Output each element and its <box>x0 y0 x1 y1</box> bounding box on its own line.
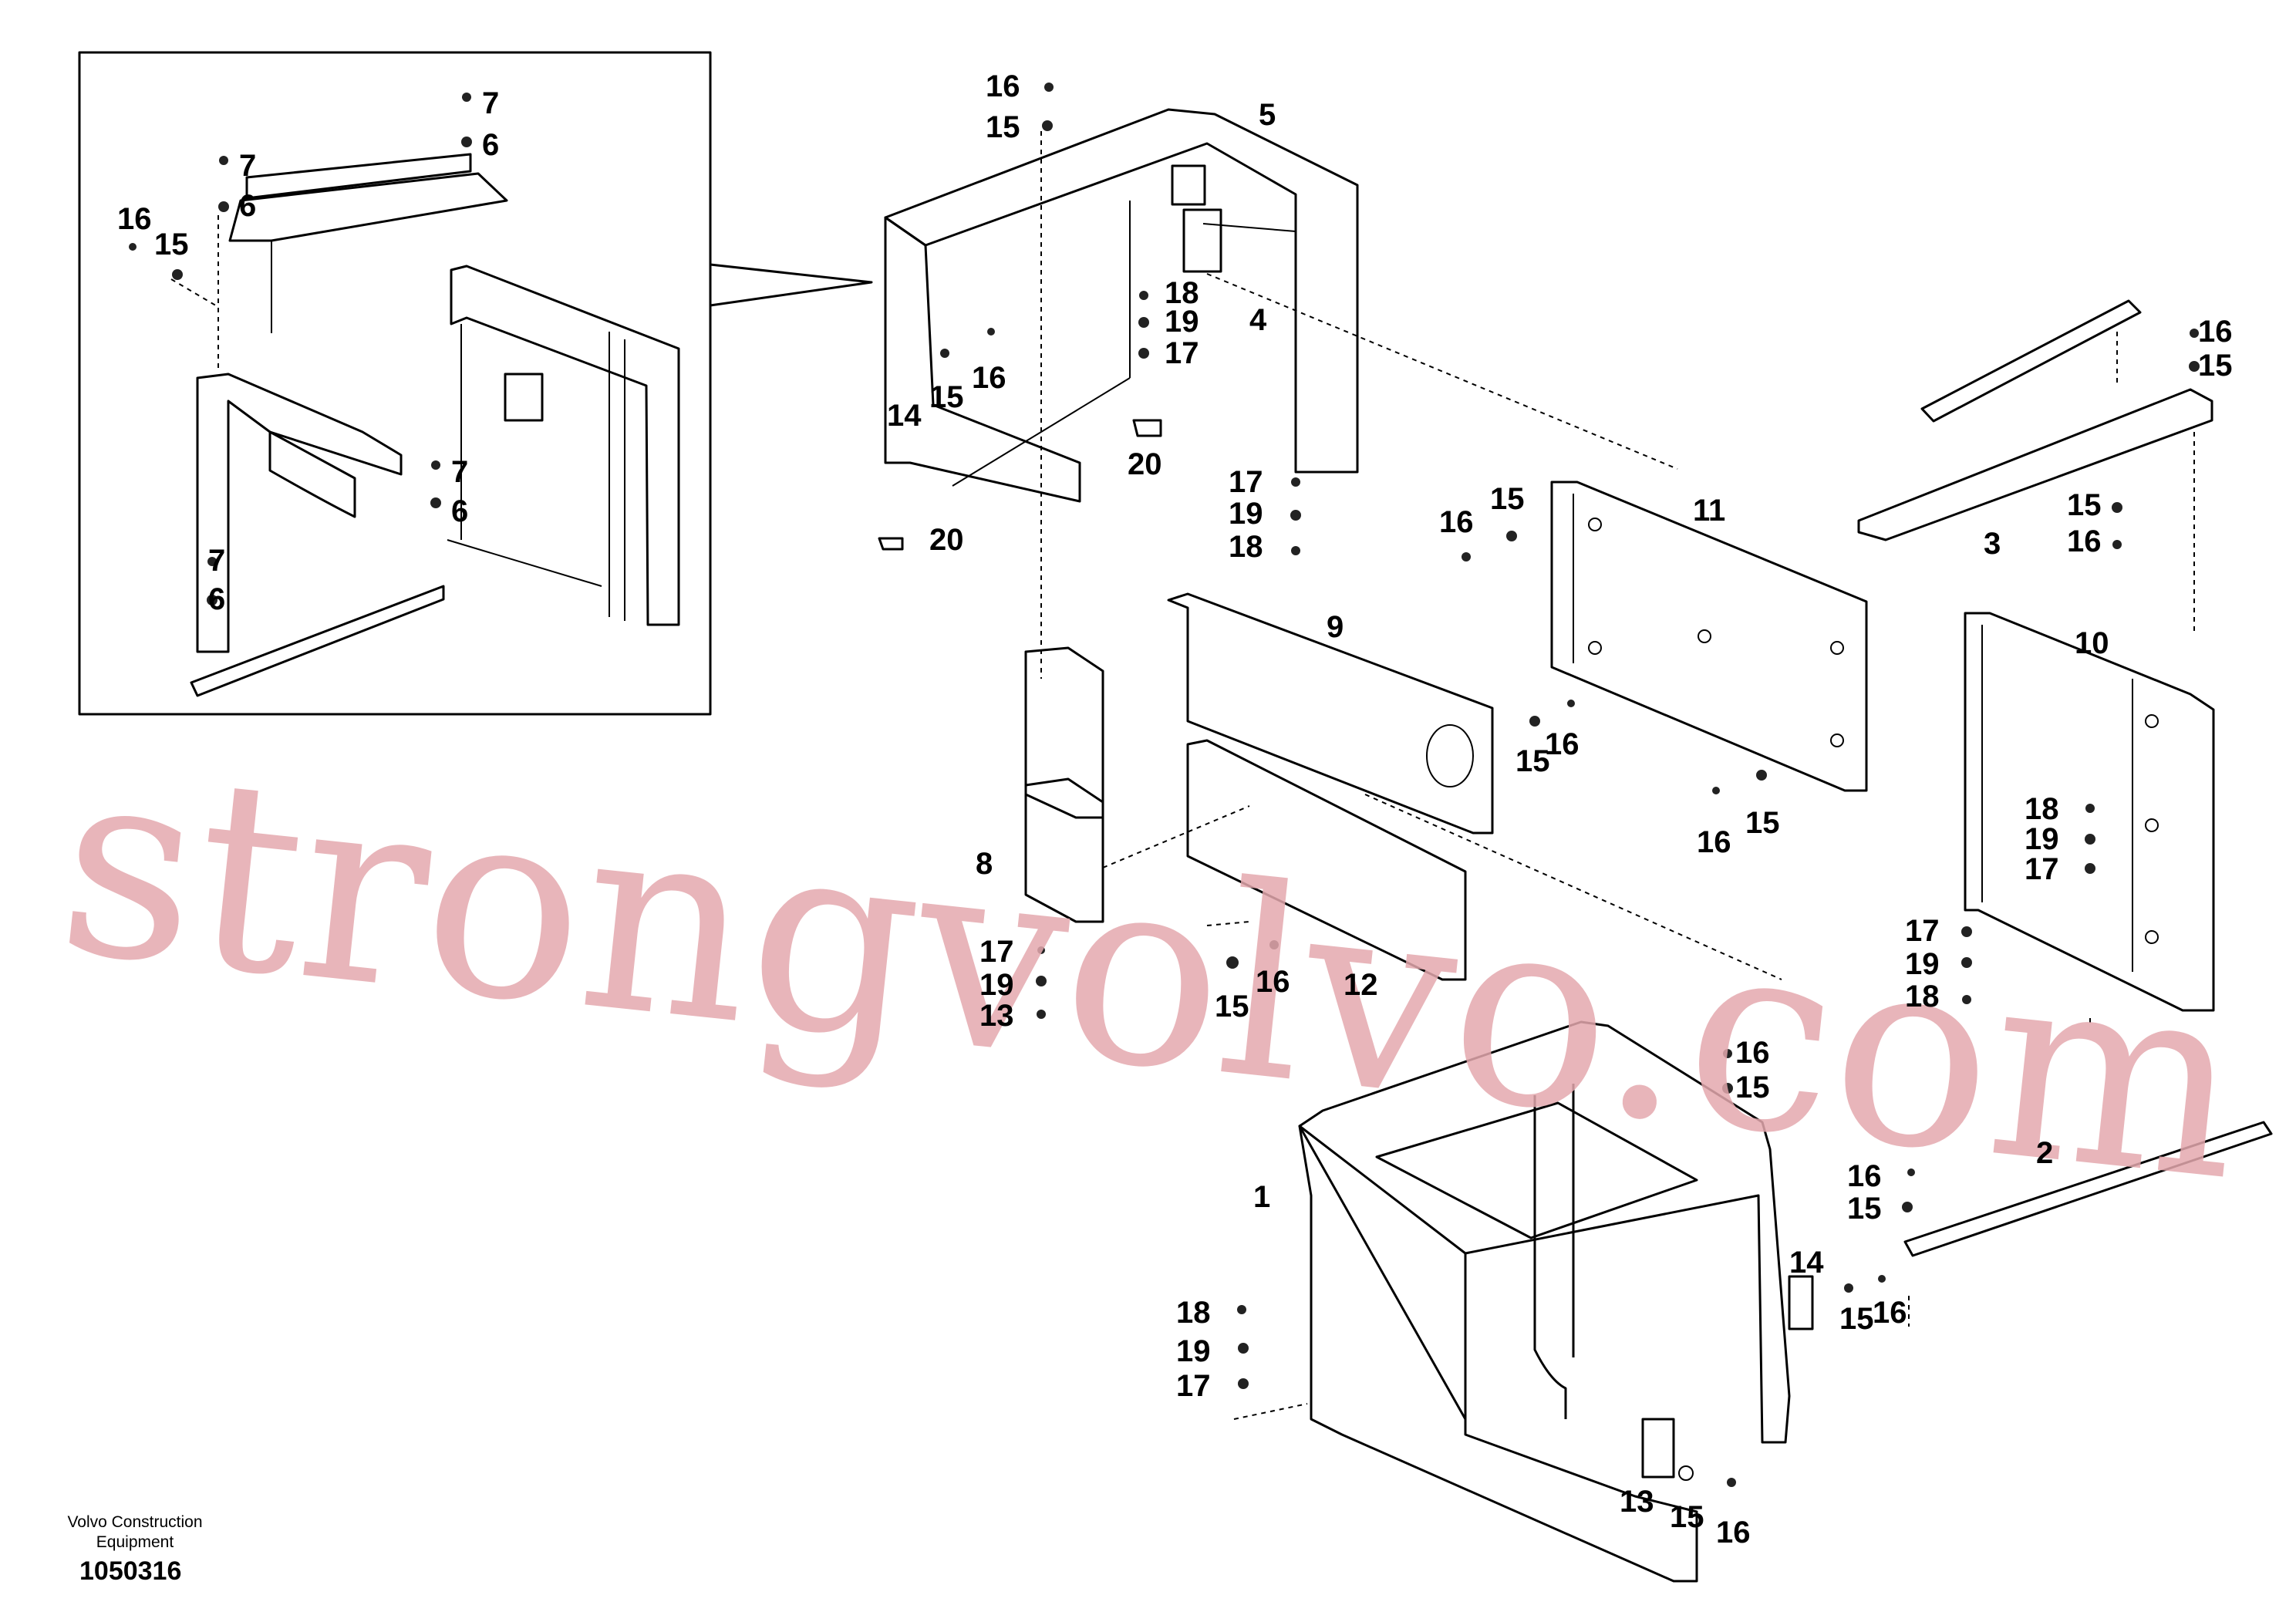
part-label-right-middle: 17 <box>1905 914 1940 948</box>
bottom-parts <box>1233 1020 2273 1583</box>
part-label-top-frame: 17 <box>1229 465 1263 499</box>
panel-11 <box>1550 481 1868 792</box>
part-label-right-upper: 3 <box>1984 527 2001 561</box>
bar-2 <box>1903 1121 2273 1257</box>
inset-right-frame <box>450 265 680 626</box>
part-label-right-upper: 16 <box>1439 505 1474 539</box>
part-label-bottom: 16 <box>1873 1296 1907 1330</box>
part-label-inset: 6 <box>482 128 499 162</box>
frame-5-left <box>884 216 1081 503</box>
part-label-inset: 16 <box>117 202 152 236</box>
part-label-top-frame: 5 <box>1259 98 1276 132</box>
part-label-right-middle: 17 <box>2025 852 2059 886</box>
part-label-inset: 7 <box>208 544 225 578</box>
right-upper-parts <box>1462 299 2213 794</box>
part-label-middle: 16 <box>1256 965 1290 999</box>
part-label-top-frame: 19 <box>1229 497 1263 531</box>
part-label-inset: 7 <box>451 455 468 489</box>
part-label-right-middle: 18 <box>2025 792 2059 826</box>
bar-3 <box>1857 388 2213 541</box>
part-label-bottom: 16 <box>1716 1516 1751 1549</box>
part-label-top-frame: 15 <box>986 110 1020 144</box>
inset-top-rail <box>228 172 508 242</box>
part-label-middle: 12 <box>1344 968 1378 1002</box>
bracket-8-lower <box>1024 777 1104 923</box>
bracket-8-upper <box>1024 646 1104 819</box>
part-label-inset: 6 <box>451 494 468 528</box>
part-label-bottom: 14 <box>1789 1246 1824 1280</box>
part-label-bottom: 1 <box>1253 1180 1270 1214</box>
part-label-right-upper: 15 <box>2067 488 2102 522</box>
part-label-bottom: 16 <box>1735 1036 1770 1070</box>
part-label-right-middle: 19 <box>1905 947 1940 981</box>
part-label-top-frame: 17 <box>1165 336 1199 370</box>
part-label-middle: 8 <box>976 847 993 881</box>
part-label-top-frame: 18 <box>1229 530 1263 564</box>
part-label-middle: 13 <box>979 999 1014 1033</box>
part-label-top-frame: 16 <box>986 69 1020 103</box>
inset-left-frame <box>196 373 403 653</box>
panel-12 <box>1186 739 1467 981</box>
part-label-inset: 6 <box>208 582 225 616</box>
part-label-bottom: 2 <box>2036 1136 2053 1170</box>
brand-line-2: Equipment <box>96 1533 174 1551</box>
part-label-bottom: 15 <box>1847 1192 1882 1226</box>
inset-detail-view <box>78 51 873 716</box>
frame-5-top <box>884 108 1359 474</box>
part-label-right-upper: 15 <box>2198 349 2233 383</box>
part-label-right-middle: 10 <box>2075 626 2109 660</box>
part-label-inset: 7 <box>482 86 499 120</box>
part-label-inset: 7 <box>239 149 256 183</box>
base-frame-1-body <box>1298 1125 1698 1583</box>
part-label-bottom: 16 <box>1847 1159 1882 1193</box>
base-frame-1-tray <box>1375 1101 1698 1239</box>
part-label-top-frame: 20 <box>1128 447 1162 481</box>
part-label-top-frame: 20 <box>929 523 964 557</box>
part-label-middle: 15 <box>1215 990 1249 1023</box>
part-label-middle: 17 <box>979 935 1014 969</box>
part-label-middle: 19 <box>979 968 1014 1002</box>
inset-bottom-bar <box>190 585 445 697</box>
part-label-right-upper: 11 <box>1693 494 1725 528</box>
bar-4 <box>1920 299 2142 423</box>
part-label-right-upper: 15 <box>1515 744 1550 778</box>
part-label-right-upper: 15 <box>1490 482 1525 516</box>
top-frame-assembly <box>878 83 1678 679</box>
part-label-top-frame: 16 <box>972 361 1006 395</box>
part-label-inset: 6 <box>239 189 256 223</box>
part-label-right-middle: 19 <box>2025 822 2059 856</box>
part-label-bottom: 15 <box>1735 1071 1770 1104</box>
part-label-right-upper: 4 <box>1249 303 1267 337</box>
part-label-bottom: 13 <box>1620 1485 1654 1519</box>
callout-pointer <box>710 263 873 307</box>
part-label-right-upper: 15 <box>1745 806 1780 840</box>
part-label-bottom: 15 <box>1839 1302 1874 1336</box>
part-label-top-frame: 19 <box>1165 305 1199 339</box>
part-label-right-upper: 16 <box>1545 727 1580 761</box>
part-label-top-frame: 14 <box>887 399 922 433</box>
part-label-right-upper: 16 <box>1697 825 1731 859</box>
part-label-inset: 15 <box>154 228 189 261</box>
part-label-top-frame: 15 <box>929 380 964 414</box>
right-middle-parts <box>1961 612 2215 1026</box>
part-label-right-upper: 16 <box>2198 315 2233 349</box>
part-label-middle: 9 <box>1327 610 1344 644</box>
part-label-right-middle: 18 <box>1905 980 1940 1013</box>
part-label-bottom: 17 <box>1176 1369 1211 1403</box>
middle-parts <box>1024 592 1782 1019</box>
panel-9 <box>1167 592 1494 835</box>
drawing-number: 1050316 <box>79 1556 182 1586</box>
part-label-bottom: 18 <box>1176 1296 1211 1330</box>
part-label-bottom: 19 <box>1176 1334 1211 1368</box>
part-label-right-upper: 16 <box>2067 524 2102 558</box>
part-label-bottom: 15 <box>1670 1500 1704 1534</box>
panel-10 <box>1964 612 2215 1012</box>
part-label-top-frame: 18 <box>1165 276 1199 310</box>
brand-line-1: Volvo Construction <box>67 1513 203 1531</box>
